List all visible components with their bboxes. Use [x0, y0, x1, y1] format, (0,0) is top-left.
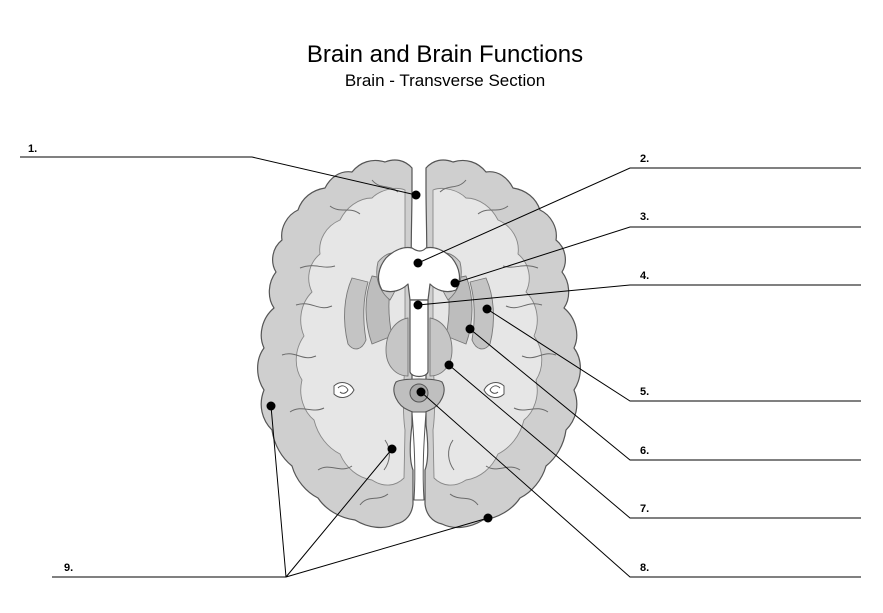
pointer-dots: [266, 190, 493, 523]
temporal-horns: [333, 382, 505, 398]
leader-line-9: [52, 405, 489, 578]
pointer-dot-6: [465, 324, 475, 334]
label-number-6: 6.: [640, 445, 649, 457]
leader-line-8: [420, 391, 861, 578]
pointer-dot-1: [411, 190, 421, 200]
left-insula: [344, 277, 369, 350]
pointer-dot-7: [444, 360, 454, 370]
pointer-dot-8: [416, 387, 426, 397]
label-number-8: 8.: [640, 562, 649, 574]
sulci: [281, 179, 557, 506]
title-block: Brain and Brain Functions Brain - Transv…: [0, 40, 883, 92]
pointer-dot-9c: [483, 513, 493, 523]
label-number-7: 7.: [640, 503, 649, 515]
pointer-dot-5: [482, 304, 492, 314]
label-number-5: 5.: [640, 386, 649, 398]
posterior-fissure: [411, 411, 427, 501]
leader-line-1: [20, 156, 417, 196]
pointer-dot-9b: [387, 444, 397, 454]
leader-line-5: [486, 308, 861, 402]
page-subtitle: Brain - Transverse Section: [344, 71, 546, 90]
right-insula: [469, 277, 494, 350]
third-ventricle: [409, 299, 429, 378]
label-numbers: 1. 2. 3. 4. 5. 6. 7. 8. 9.: [28, 143, 649, 574]
pointer-dot-9a: [266, 401, 276, 411]
pointer-dot-3: [450, 278, 460, 288]
leader-line-6: [469, 328, 861, 461]
label-number-1: 1.: [28, 143, 37, 155]
hippocampi: [337, 385, 501, 394]
leader-lines: [20, 156, 861, 578]
leader-line-2: [417, 167, 861, 264]
leader-line-7: [448, 364, 861, 519]
label-number-4: 4.: [640, 270, 649, 282]
label-number-9: 9.: [64, 562, 73, 574]
left-thalamus: [385, 317, 409, 377]
pointer-dot-4: [413, 300, 423, 310]
brain-illustration: [257, 159, 581, 529]
label-number-2: 2.: [640, 153, 649, 165]
page-title: Brain and Brain Functions: [306, 41, 584, 68]
leader-line-3: [454, 226, 861, 284]
label-number-3: 3.: [640, 211, 649, 223]
leader-line-4: [417, 284, 861, 306]
pointer-dot-2: [413, 258, 423, 268]
lateral-ventricles: [377, 246, 461, 301]
